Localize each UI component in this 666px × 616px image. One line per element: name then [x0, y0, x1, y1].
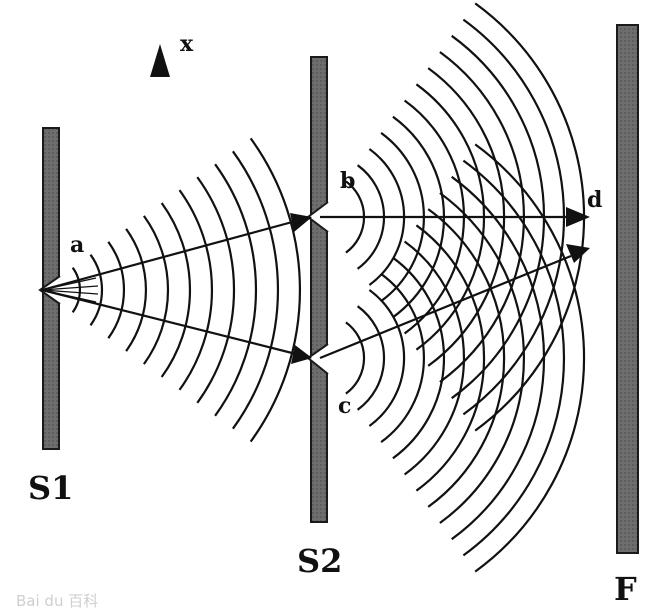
wavefront-arc	[249, 137, 301, 443]
wavefront-arc	[107, 241, 126, 339]
wavefront-arc	[214, 163, 258, 417]
wavefronts-from-a	[71, 137, 301, 443]
point-label-b: b	[340, 168, 355, 194]
wavefront-arc	[345, 321, 366, 395]
wavefront-arc	[427, 208, 506, 508]
wavefront-arc	[368, 289, 406, 427]
screen-f	[616, 24, 639, 554]
ray-b-d	[320, 207, 590, 227]
wavefront-arc	[392, 256, 446, 460]
barrier-label-s2: S2	[297, 542, 342, 580]
wavefront-arc	[415, 224, 486, 492]
wavefront-arc	[71, 267, 82, 313]
wavefront-arc	[143, 215, 170, 365]
point-label-a: a	[70, 232, 84, 258]
wavefront-arc	[474, 143, 586, 573]
point-label-c: c	[338, 393, 351, 419]
wavefront-arc	[380, 273, 426, 443]
ray-a-c	[41, 288, 312, 364]
ray-c-d	[319, 244, 590, 360]
axis-label-x: x	[180, 31, 194, 57]
wavefronts-from-c	[345, 143, 586, 573]
wavefront-arc	[403, 240, 466, 476]
barrier-s2	[310, 56, 328, 523]
watermark: Bai du 百科	[16, 592, 98, 610]
wavefront-arc	[178, 189, 214, 391]
screen-label-f: F	[614, 570, 637, 608]
wavefront-arc	[125, 228, 148, 352]
wavefront-arc	[89, 254, 104, 326]
wavefront-arc	[451, 175, 546, 541]
wavefront-arc	[196, 176, 236, 404]
wavefront-arc	[356, 305, 386, 411]
wavefront-arc	[462, 159, 566, 557]
slit-c	[308, 344, 328, 374]
wavefront-arc	[160, 202, 191, 378]
wavefront-arc	[439, 192, 525, 524]
triangle-up-icon	[150, 44, 170, 77]
slit-b	[308, 202, 328, 232]
ray-a-b	[41, 213, 312, 292]
point-label-d: d	[587, 187, 602, 213]
barrier-label-s1: S1	[28, 469, 73, 507]
wavefront-arc	[232, 150, 280, 430]
